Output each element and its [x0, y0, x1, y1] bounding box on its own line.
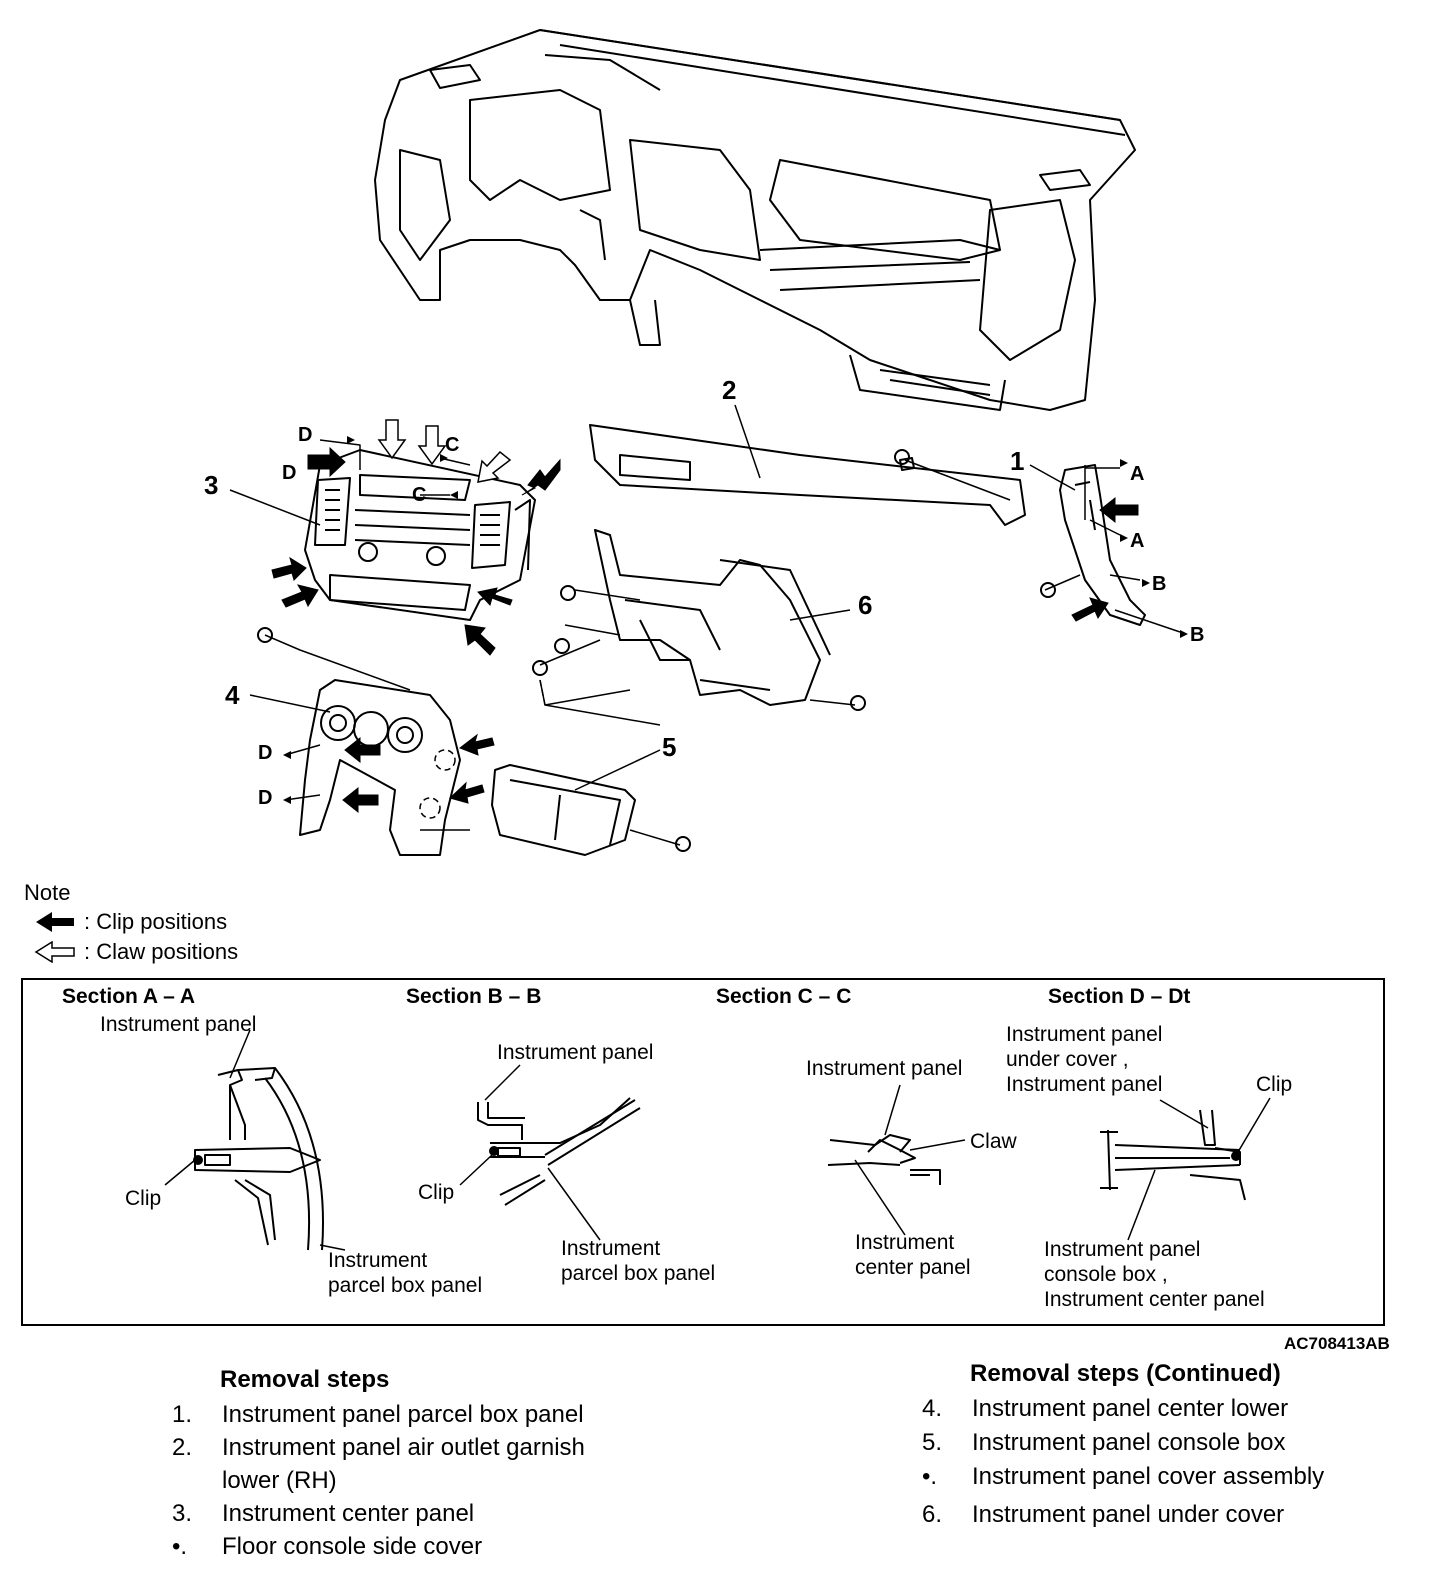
leader-lines	[229, 404, 1081, 846]
clip-arrow	[458, 733, 495, 756]
claw-arrows	[377, 419, 512, 483]
step-number: 1.	[172, 1401, 193, 1428]
section-letter-c: C	[412, 484, 427, 506]
callout-1: 1	[1010, 446, 1025, 476]
clip-arrow	[464, 624, 496, 656]
section-c-label-center: Instrument center panel	[855, 1231, 971, 1279]
legend-clip-label: : Clip positions	[84, 909, 228, 934]
removal-step: 4. Instrument panel center lower	[922, 1392, 1288, 1425]
exploded-view-diagram	[229, 29, 1188, 856]
step-number: 6.	[922, 1501, 943, 1528]
claw-arrow	[477, 450, 512, 483]
instrument-panel-body	[374, 29, 1136, 411]
part-2-garnish	[589, 424, 1026, 526]
step-number: •.	[922, 1463, 938, 1490]
clip-arrow	[449, 781, 485, 804]
section-views-box	[21, 978, 1385, 1326]
section-letter-a: A	[1130, 463, 1145, 485]
callout-5: 5	[662, 732, 677, 762]
legend-claw-label: : Claw positions	[84, 939, 239, 964]
legend-clip: : Clip positions	[34, 909, 227, 935]
section-letter-d: D	[298, 424, 313, 446]
step-text: Instrument center panel	[222, 1500, 475, 1527]
clip-arrow	[344, 736, 381, 764]
section-letter-d: D	[282, 462, 297, 484]
section-b-label-clip: Clip	[418, 1181, 455, 1204]
clip-arrow	[477, 587, 513, 606]
part-3-center-panel	[304, 449, 536, 621]
step-text: Instrument panel air outlet garnish	[222, 1434, 585, 1461]
step-text: Instrument panel center lower	[972, 1395, 1289, 1422]
step-text: Instrument panel under cover	[972, 1501, 1285, 1528]
section-a-label-clip: Clip	[125, 1187, 162, 1210]
section-d-title: Section D – Dt	[1048, 985, 1191, 1008]
step-text: Instrument panel console box	[972, 1429, 1286, 1456]
step-text: Floor console side cover	[222, 1533, 483, 1560]
removal-step: 1. Instrument panel parcel box panel	[172, 1398, 584, 1431]
step-number: 5.	[922, 1429, 943, 1456]
removal-step: •. Instrument panel cover assembly	[922, 1460, 1324, 1493]
removal-steps-continued-title: Removal steps (Continued)	[970, 1360, 1281, 1387]
claw-arrow	[417, 425, 447, 466]
section-b-label-parcel: Instrument parcel box panel	[561, 1237, 716, 1285]
removal-step: 5. Instrument panel console box	[922, 1426, 1286, 1459]
removal-step: 3. Instrument center panel	[172, 1497, 474, 1530]
clip-arrow	[307, 446, 346, 478]
callout-2: 2	[722, 375, 737, 405]
callout-3: 3	[204, 470, 219, 500]
step-number	[172, 1464, 222, 1497]
step-text: lower (RH)	[222, 1467, 337, 1494]
section-c-label-claw: Claw	[970, 1130, 1017, 1153]
part-6-under-cover	[594, 529, 831, 706]
note-title: Note	[24, 880, 71, 905]
section-letter-c: C	[445, 434, 460, 456]
section-a-label-panel: Instrument panel	[100, 1013, 257, 1036]
claw-arrow	[377, 419, 407, 460]
dashed-lines	[419, 679, 546, 819]
clip-arrows	[271, 446, 1139, 814]
clip-arrow	[342, 786, 379, 814]
section-d-label-under-cover: Instrument panel under cover , Instrumen…	[1006, 1023, 1163, 1096]
clip-arrow	[281, 584, 319, 608]
section-a-title: Section A – A	[62, 985, 196, 1008]
step-number: 3.	[172, 1500, 193, 1527]
section-letter-b: B	[1152, 573, 1167, 595]
legend-claw: : Claw positions	[34, 939, 238, 965]
step-number: •.	[172, 1533, 188, 1560]
step-number: 4.	[922, 1395, 943, 1422]
part-5-console-box	[491, 764, 636, 856]
section-a-label-parcel: Instrument parcel box panel	[328, 1249, 483, 1297]
section-letter-b: B	[1190, 624, 1205, 646]
removal-step: •. Floor console side cover	[172, 1530, 482, 1563]
clip-arrow-icon	[36, 912, 74, 932]
callout-4: 4	[225, 680, 240, 710]
section-c-title: Section C – C	[716, 985, 852, 1008]
section-c-label-panel: Instrument panel	[806, 1057, 963, 1080]
section-letter-d: D	[258, 742, 273, 764]
figure-code: AC708413AB	[1284, 1334, 1390, 1353]
callout-6: 6	[858, 590, 873, 620]
section-d-label-clip: Clip	[1256, 1073, 1293, 1096]
step-text: Instrument panel cover assembly	[972, 1463, 1325, 1490]
section-b-title: Section B – B	[406, 985, 542, 1008]
removal-step: 2. Instrument panel air outlet garnish	[172, 1431, 585, 1464]
part-4-center-lower	[299, 679, 461, 856]
removal-step: lower (RH)	[172, 1464, 337, 1497]
step-number: 2.	[172, 1434, 193, 1461]
screws	[257, 449, 1056, 852]
section-letter-a: A	[1130, 530, 1145, 552]
removal-step: 6. Instrument panel under cover	[922, 1498, 1284, 1531]
section-d-label-console: Instrument panel console box , Instrumen…	[1044, 1238, 1265, 1311]
claw-arrow-icon	[34, 941, 75, 963]
section-arrow-heads	[283, 436, 1188, 804]
section-b-label-panel: Instrument panel	[497, 1041, 654, 1064]
removal-steps-title: Removal steps	[220, 1366, 390, 1393]
clip-arrow	[271, 556, 307, 581]
clip-arrow	[1099, 496, 1139, 524]
clip-arrow	[521, 458, 561, 496]
clip-arrow	[1071, 597, 1109, 622]
step-text: Instrument panel parcel box panel	[222, 1401, 584, 1428]
section-letter-d: D	[258, 787, 273, 809]
